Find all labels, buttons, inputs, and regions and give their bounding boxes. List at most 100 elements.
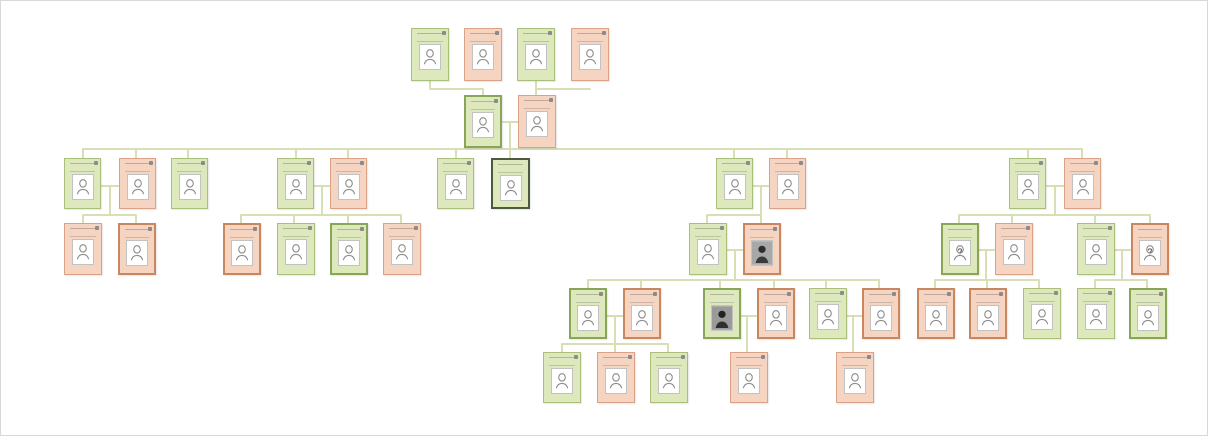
avatar-placeholder-icon: [631, 305, 653, 331]
person-card-c4[interactable]: [757, 288, 795, 339]
person-card-a8[interactable]: [716, 158, 753, 209]
person-card-p4[interactable]: [571, 28, 609, 81]
edit-badge-icon[interactable]: [799, 161, 803, 165]
person-card-d3[interactable]: [650, 352, 688, 403]
person-card-a5[interactable]: [330, 158, 367, 209]
edit-badge-icon[interactable]: [892, 292, 896, 296]
edit-badge-icon[interactable]: [947, 292, 951, 296]
person-card-b7[interactable]: [689, 223, 727, 275]
edit-badge-icon[interactable]: [360, 227, 364, 231]
person-card-a3[interactable]: [171, 158, 208, 209]
avatar-placeholder-icon: [472, 112, 494, 138]
person-card-d5[interactable]: [836, 352, 874, 403]
person-card-p3[interactable]: [517, 28, 555, 81]
person-card-a11[interactable]: [1064, 158, 1101, 209]
edit-badge-icon[interactable]: [840, 291, 844, 295]
person-card-a6[interactable]: [437, 158, 474, 209]
person-card-b4[interactable]: [277, 223, 315, 275]
edit-badge-icon[interactable]: [467, 161, 471, 165]
edit-badge-icon[interactable]: [360, 161, 364, 165]
portrait-photo-icon: [711, 305, 733, 331]
person-card-b3[interactable]: [223, 223, 261, 275]
person-card-d4[interactable]: [730, 352, 768, 403]
edit-badge-icon[interactable]: [307, 161, 311, 165]
edit-badge-icon[interactable]: [414, 226, 418, 230]
edit-badge-icon[interactable]: [1039, 161, 1043, 165]
edit-badge-icon[interactable]: [1159, 292, 1163, 296]
name-lines: [336, 163, 361, 172]
name-lines: [869, 294, 893, 303]
person-card-a7[interactable]: [491, 158, 530, 209]
person-card-d2[interactable]: [597, 352, 635, 403]
person-card-c8[interactable]: [969, 288, 1007, 339]
person-card-c5[interactable]: [809, 288, 847, 339]
person-card-a4[interactable]: [277, 158, 314, 209]
edit-badge-icon[interactable]: [1026, 226, 1030, 230]
person-card-b12[interactable]: [1131, 223, 1169, 275]
edit-badge-icon[interactable]: [746, 161, 750, 165]
avatar-placeholder-icon: [126, 240, 148, 266]
edit-badge-icon[interactable]: [148, 227, 152, 231]
edit-badge-icon[interactable]: [495, 31, 499, 35]
name-lines: [603, 357, 629, 366]
avatar-placeholder-icon: [577, 305, 599, 331]
person-card-d1[interactable]: [543, 352, 581, 403]
edit-badge-icon[interactable]: [681, 355, 685, 359]
avatar-placeholder-icon: [724, 174, 746, 200]
person-card-p2[interactable]: [464, 28, 502, 81]
edit-badge-icon[interactable]: [1094, 161, 1098, 165]
edit-badge-icon[interactable]: [442, 31, 446, 35]
edit-badge-icon[interactable]: [549, 98, 553, 102]
person-card-c6[interactable]: [862, 288, 900, 339]
edit-badge-icon[interactable]: [574, 355, 578, 359]
person-card-c2[interactable]: [623, 288, 661, 339]
edit-badge-icon[interactable]: [1108, 291, 1112, 295]
person-card-b11[interactable]: [1077, 223, 1115, 275]
person-card-c1[interactable]: [569, 288, 607, 339]
person-card-b1[interactable]: [64, 223, 102, 275]
avatar-placeholder-icon: [844, 368, 866, 394]
person-card-c10[interactable]: [1077, 288, 1115, 339]
edit-badge-icon[interactable]: [628, 355, 632, 359]
person-card-c3[interactable]: [703, 288, 741, 339]
edit-badge-icon[interactable]: [1108, 226, 1112, 230]
edit-badge-icon[interactable]: [720, 226, 724, 230]
person-card-c11[interactable]: [1129, 288, 1167, 339]
edit-badge-icon[interactable]: [761, 355, 765, 359]
person-card-b2[interactable]: [118, 223, 156, 275]
person-card-a10[interactable]: [1009, 158, 1046, 209]
edit-badge-icon[interactable]: [787, 292, 791, 296]
person-card-a2[interactable]: [119, 158, 156, 209]
name-lines: [1138, 229, 1162, 238]
edit-badge-icon[interactable]: [149, 161, 153, 165]
name-lines: [125, 229, 149, 238]
edit-badge-icon[interactable]: [253, 227, 257, 231]
edit-badge-icon[interactable]: [773, 227, 777, 231]
edit-badge-icon[interactable]: [599, 292, 603, 296]
edit-badge-icon[interactable]: [999, 292, 1003, 296]
person-card-c9[interactable]: [1023, 288, 1061, 339]
edit-badge-icon[interactable]: [95, 226, 99, 230]
person-card-a1[interactable]: [64, 158, 101, 209]
edit-badge-icon[interactable]: [494, 99, 498, 103]
person-card-b10[interactable]: [995, 223, 1033, 275]
person-card-a9[interactable]: [769, 158, 806, 209]
person-card-b8[interactable]: [743, 223, 781, 275]
edit-badge-icon[interactable]: [1054, 291, 1058, 295]
edit-badge-icon[interactable]: [94, 161, 98, 165]
person-card-c7[interactable]: [917, 288, 955, 339]
edit-badge-icon[interactable]: [653, 292, 657, 296]
person-card-p1[interactable]: [411, 28, 449, 81]
person-card-b9[interactable]: [941, 223, 979, 275]
avatar-placeholder-icon: [1085, 239, 1107, 265]
edit-badge-icon[interactable]: [602, 31, 606, 35]
person-card-b6[interactable]: [383, 223, 421, 275]
person-card-b5[interactable]: [330, 223, 368, 275]
edit-badge-icon[interactable]: [548, 31, 552, 35]
edit-badge-icon[interactable]: [867, 355, 871, 359]
person-card-p6[interactable]: [518, 95, 556, 148]
edit-badge-icon[interactable]: [308, 226, 312, 230]
person-card-p5[interactable]: [464, 95, 502, 148]
edit-badge-icon[interactable]: [201, 161, 205, 165]
